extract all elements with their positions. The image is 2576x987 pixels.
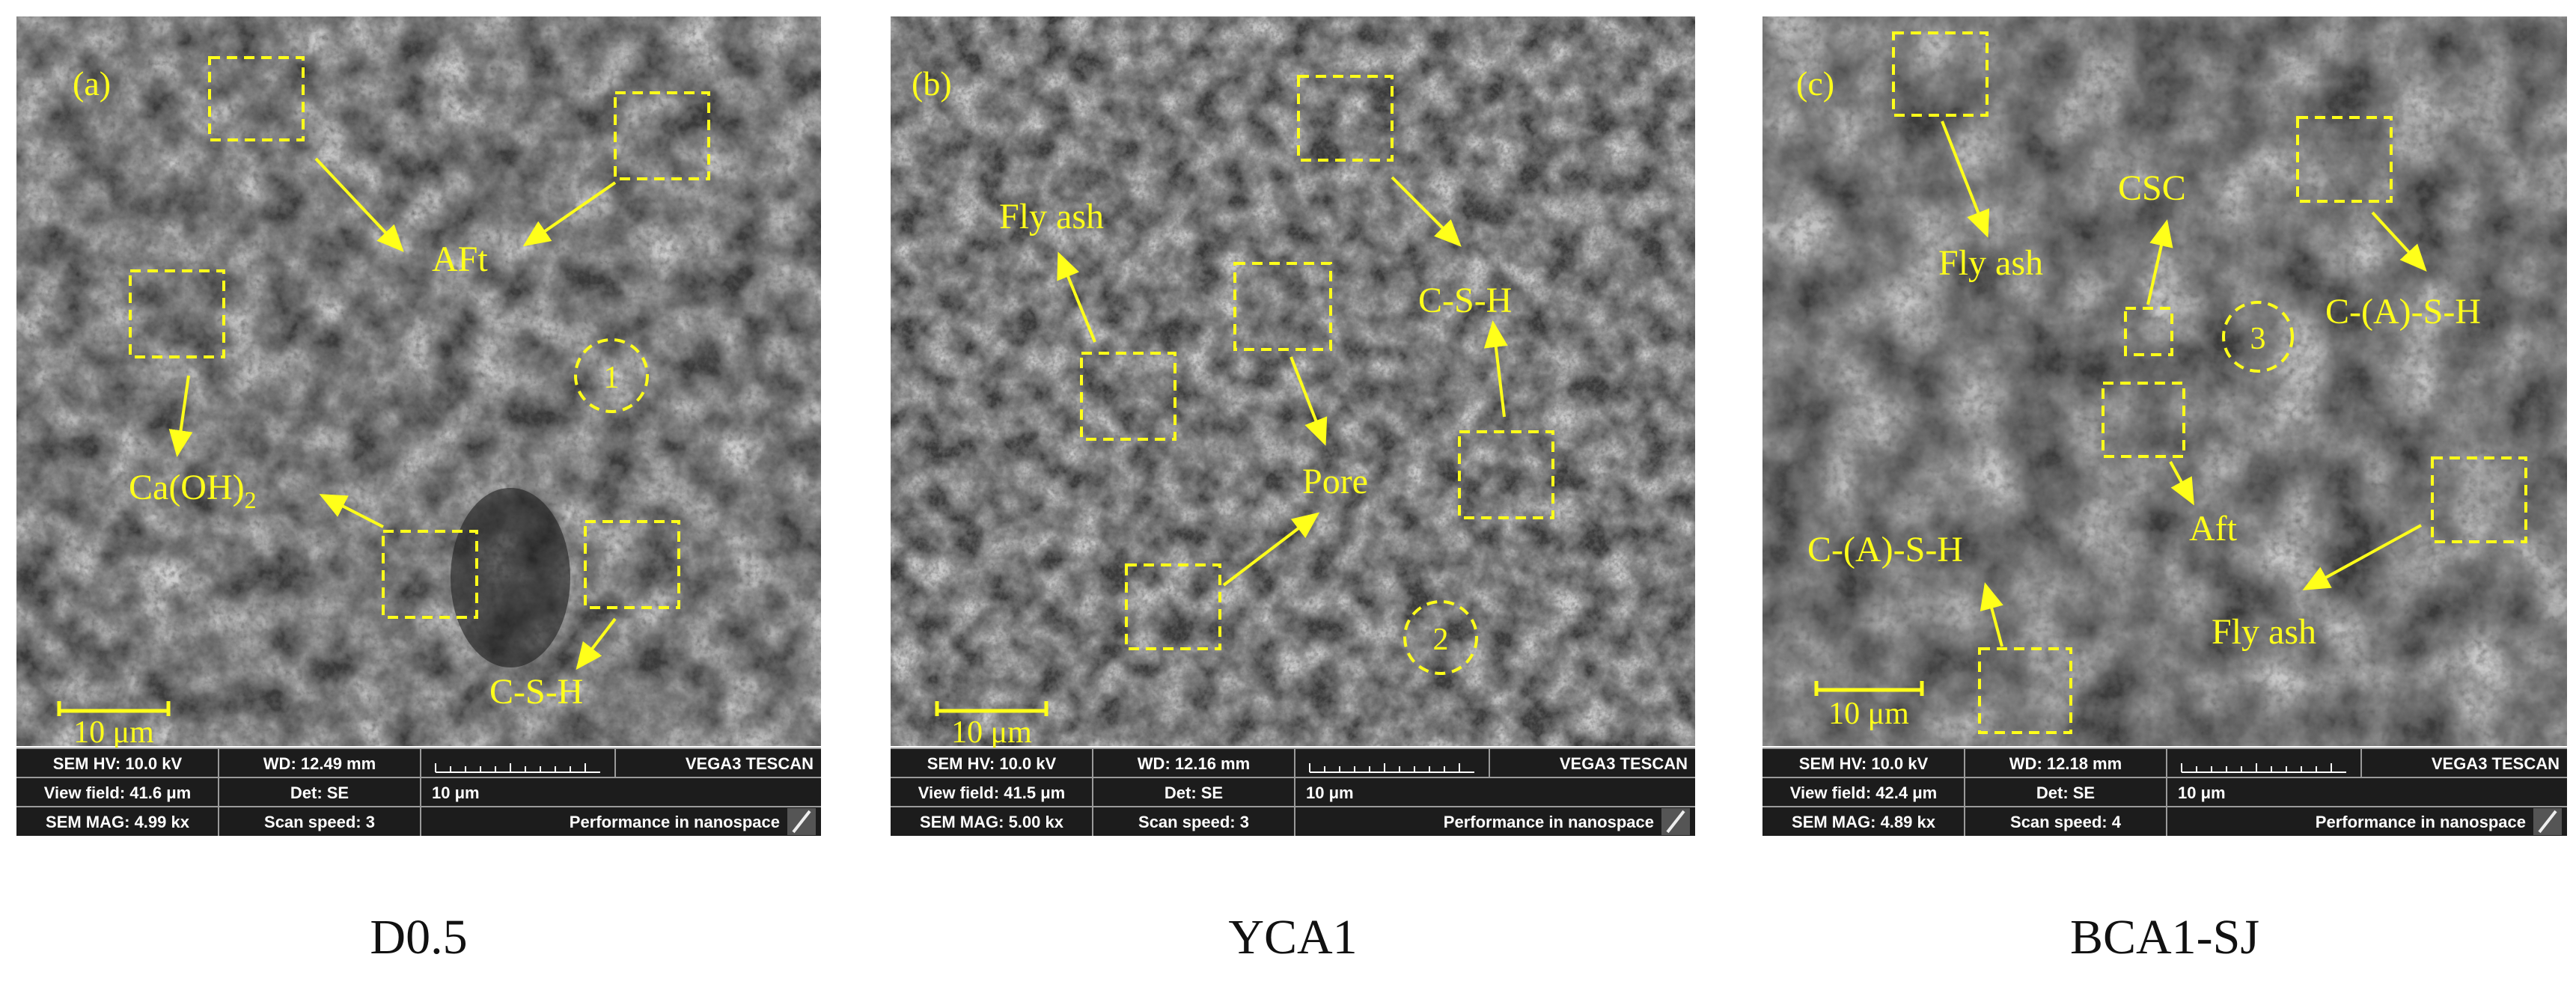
svg-text:View field: 42.4 μm: View field: 42.4 μm [1790,783,1937,802]
sem-image-b: (b) 2 Fly ash C-S-H Pore 10 μm [891,16,1695,836]
circle-number: 3 [2250,322,2266,356]
roi-box-csh-2 [1458,430,1554,519]
arrow-csh-1 [1391,176,1462,247]
label-flyash: Fly ash [999,197,1104,236]
svg-text:Performance in nanospace: Performance in nanospace [1444,813,1654,831]
svg-text:SEM HV: 10.0 kV: SEM HV: 10.0 kV [1799,754,1929,773]
roi-box-pore-2 [1125,563,1221,650]
roi-box-caoh2-2 [382,530,478,619]
sem-panel-a: (a) 1 AFt Ca(OH)2 C-S-H 10 μm [16,16,821,836]
svg-text:Performance in nanospace: Performance in nanospace [2316,813,2526,831]
roi-box-pore-1 [1233,262,1332,351]
roi-box-csh [584,520,680,609]
svg-text:WD: 12.18 mm: WD: 12.18 mm [2009,754,2122,773]
arrow-csh [576,617,617,670]
svg-text:SEM MAG: 4.89 kx: SEM MAG: 4.89 kx [1792,813,1936,831]
point-circle-2 [1403,600,1478,675]
svg-text:Scan speed: 3: Scan speed: 3 [264,813,375,831]
scale-bar-label: 10 μm [73,715,154,750]
svg-text:SEM MAG: 4.99 kx: SEM MAG: 4.99 kx [46,813,190,831]
label-pore: Pore [1302,462,1368,501]
caption-c: BCA1-SJ [2069,910,2260,965]
sem-info-bar: SEM HV: 10.0 kV WD: 12.16 mm VEGA3 TESCA… [891,748,1695,836]
sem-image-a: (a) 1 AFt Ca(OH)2 C-S-H 10 μm [16,16,821,836]
roi-box-csc [2124,307,2173,356]
roi-box-flyash-1 [1892,31,1989,117]
arrow-pore-2 [1222,512,1320,587]
label-cash-2: C-(A)-S-H [1807,530,1963,569]
sem-info-bar: SEM HV: 10.0 kV WD: 12.18 mm VEGA3 TESCA… [1762,748,2567,836]
svg-text:Performance in nanospace: Performance in nanospace [570,813,780,831]
panel-letter: (b) [912,64,952,103]
scale-bar-label: 10 μm [951,715,1032,750]
svg-text:10 μm: 10 μm [2178,783,2226,802]
roi-box-flyash [1080,352,1176,441]
svg-text:Scan speed: 3: Scan speed: 3 [1138,813,1249,831]
label-aft: AFt [432,239,488,279]
caption-b: YCA1 [1228,910,1358,965]
label-caoh2: Ca(OH)2 [129,468,257,513]
svg-text:SEM HV: 10.0 kV: SEM HV: 10.0 kV [53,754,183,773]
label-aft: Aft [2189,509,2238,548]
svg-text:WD: 12.49 mm: WD: 12.49 mm [263,754,376,773]
label-flyash-2: Fly ash [2212,612,2316,652]
panel-letter: (a) [73,64,111,103]
roi-box-caoh2 [129,269,225,358]
arrow-flyash-1 [1941,120,1990,238]
svg-text:10 μm: 10 μm [1306,783,1354,802]
label-flyash-1: Fly ash [1938,243,2043,283]
roi-box-aft [2102,382,2185,458]
label-csh: C-S-H [489,672,583,712]
label-cash-1: C-(A)-S-H [2325,292,2481,331]
svg-text:View field: 41.6 μm: View field: 41.6 μm [44,783,191,802]
scale-bar-label: 10 μm [1828,697,1909,731]
sem-panel-c: (c) 3 Fly ash CSC C-(A)-S-H Aft C-(A)-S-… [1762,16,2567,836]
arrow-cash-1 [2371,211,2427,272]
point-circle-3 [2222,301,2294,373]
arrow-csh-2 [1483,320,1508,418]
sem-info-bar: SEM HV: 10.0 kV WD: 12.49 mm VEGA3 TESCA… [16,748,821,836]
svg-text:VEGA3 TESCAN: VEGA3 TESCAN [686,754,814,773]
svg-text:View field: 41.5 μm: View field: 41.5 μm [918,783,1065,802]
panel-letter: (c) [1796,64,1834,103]
arrow-aft [2169,461,2194,506]
arrow-flyash [1057,251,1096,343]
roi-box-aft-1 [208,56,305,141]
svg-text:WD: 12.16 mm: WD: 12.16 mm [1138,754,1250,773]
sem-panel-b: (b) 2 Fly ash C-S-H Pore 10 μm [891,16,1695,836]
pore-region [451,488,570,667]
arrow-flyash-2 [2302,524,2422,590]
roi-box-flyash-2 [2431,456,2527,543]
svg-text:VEGA3 TESCAN: VEGA3 TESCAN [2432,754,2560,773]
svg-text:SEM MAG: 5.00 kx: SEM MAG: 5.00 kx [920,813,1064,831]
label-csc: CSC [2118,168,2186,208]
svg-text:Det: SE: Det: SE [290,783,349,802]
svg-text:SEM HV: 10.0 kV: SEM HV: 10.0 kV [927,754,1057,773]
arrow-aft-2 [522,181,617,247]
circle-number: 1 [604,361,620,395]
arrow-caoh2-2 [319,494,384,528]
svg-text:Scan speed: 4: Scan speed: 4 [2010,813,2122,831]
arrow-aft-1 [314,157,404,252]
sem-image-c: (c) 3 Fly ash CSC C-(A)-S-H Aft C-(A)-S-… [1762,16,2567,836]
sem-texture-c [1762,16,2567,746]
svg-text:VEGA3 TESCAN: VEGA3 TESCAN [1560,754,1688,773]
arrow-pore-1 [1289,356,1328,446]
point-circle-1 [574,338,649,413]
arrow-caoh2 [168,375,193,457]
sem-texture-a [16,16,821,746]
roi-box-cash-1 [2296,116,2393,203]
arrow-cash-2 [1980,582,2003,647]
svg-text:Det: SE: Det: SE [1165,783,1223,802]
caption-a: D0.5 [370,910,468,965]
circle-number: 2 [1433,623,1449,657]
roi-box-csh-1 [1297,75,1394,162]
sem-texture-b [891,16,1695,746]
svg-text:Det: SE: Det: SE [2036,783,2095,802]
roi-box-aft-2 [614,91,710,180]
label-csh: C-S-H [1418,281,1512,320]
arrow-csc [2146,219,2173,305]
svg-text:10 μm: 10 μm [432,783,480,802]
